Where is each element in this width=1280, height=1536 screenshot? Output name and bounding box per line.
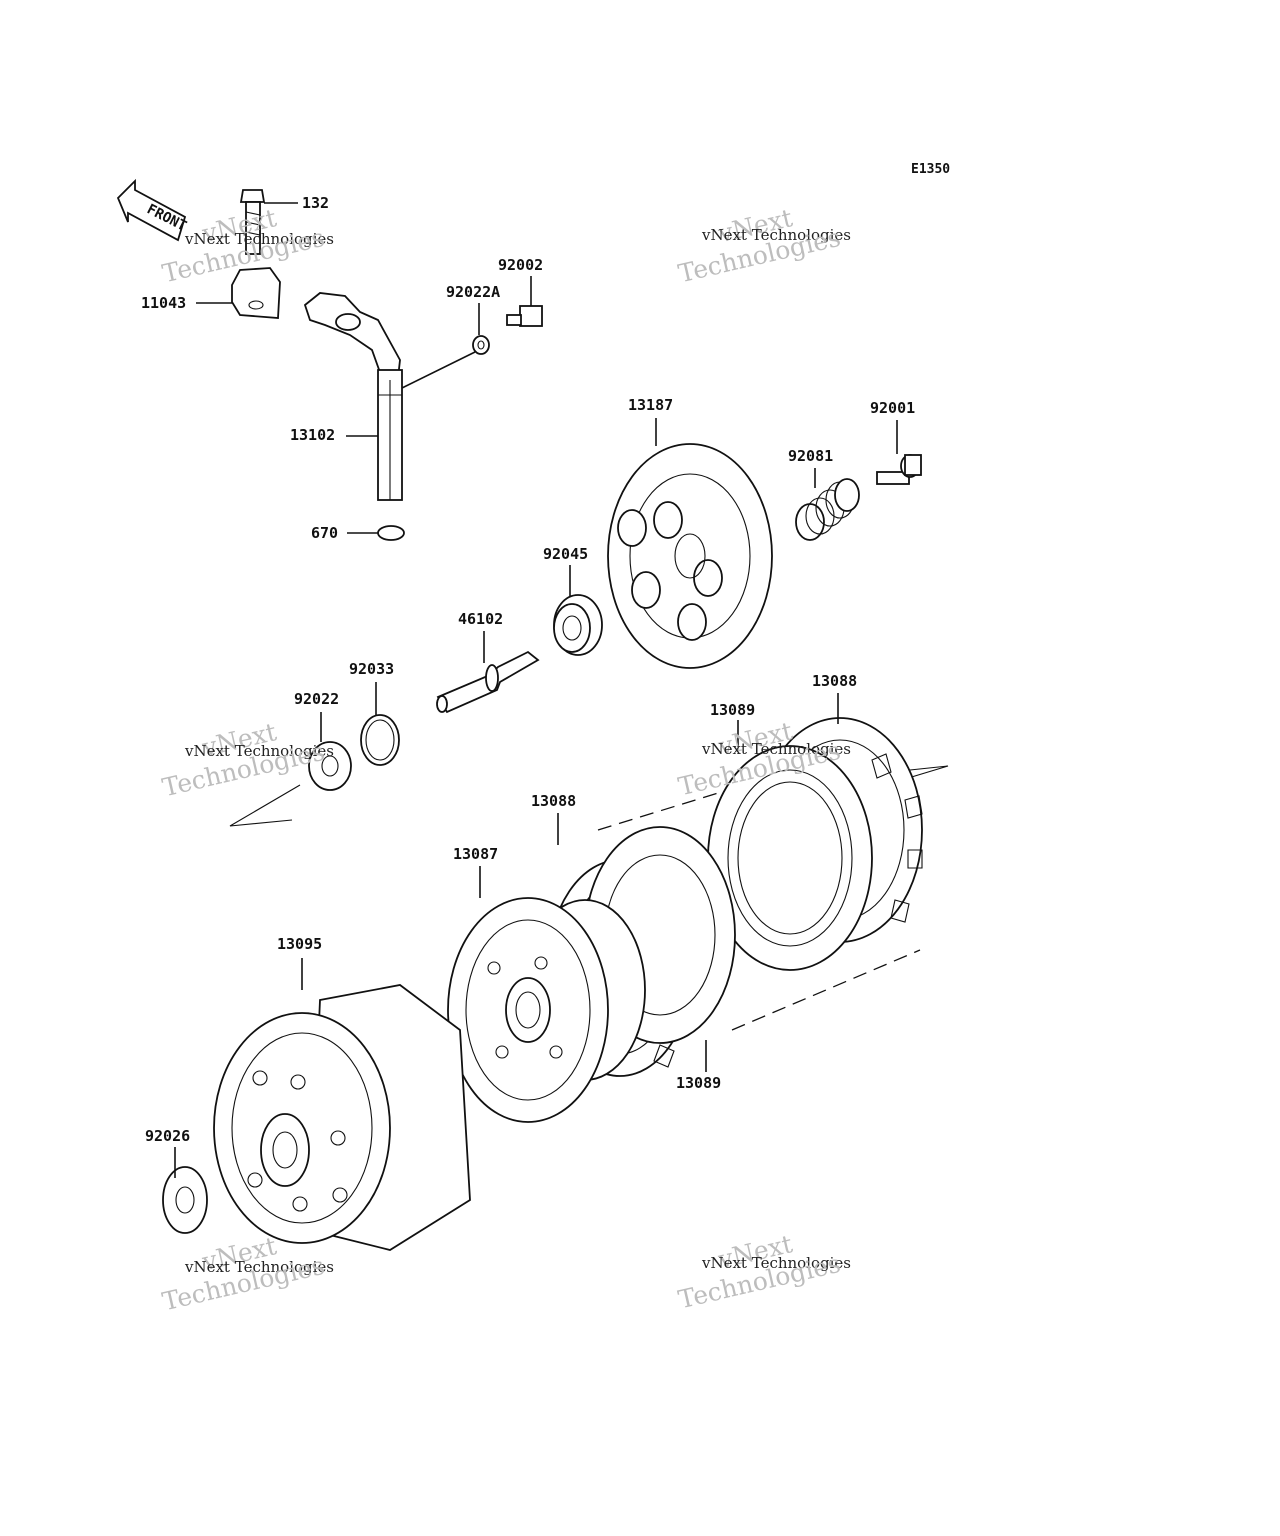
part-label-13095[interactable]: 13095 xyxy=(277,935,323,953)
front-arrow-icon: FRONT xyxy=(116,178,189,242)
bracket-11043[interactable] xyxy=(196,267,281,319)
part-label-13102[interactable]: 13102 xyxy=(290,426,336,444)
part-label-13089-lower[interactable]: 13089 xyxy=(676,1074,722,1092)
spring-92081[interactable] xyxy=(795,468,860,541)
part-label-132[interactable]: 132 xyxy=(302,194,330,212)
part-label-92022A[interactable]: 92022A xyxy=(446,283,501,301)
part-label-13087[interactable]: 13087 xyxy=(453,845,499,863)
steel-plate-13089-upper[interactable] xyxy=(707,720,873,971)
part-label-13088-upper[interactable]: 13088 xyxy=(812,672,858,690)
pushrod-46102[interactable] xyxy=(436,631,540,714)
bolt-92001[interactable] xyxy=(876,420,922,485)
part-label-670[interactable]: 670 xyxy=(311,524,339,542)
part-label-92002[interactable]: 92002 xyxy=(498,256,544,274)
part-label-46102[interactable]: 46102 xyxy=(458,610,504,628)
bearing-92045[interactable] xyxy=(553,565,603,656)
part-label-92001[interactable]: 92001 xyxy=(870,399,916,417)
part-label-13187[interactable]: 13187 xyxy=(628,396,674,414)
part-label-92033[interactable]: 92033 xyxy=(349,660,395,678)
part-label-13088-lower[interactable]: 13088 xyxy=(531,792,577,810)
washer-92026[interactable] xyxy=(162,1147,208,1234)
washer-92022[interactable] xyxy=(308,712,352,791)
circlip-92033[interactable] xyxy=(360,682,400,766)
clutch-hub-13087[interactable] xyxy=(447,866,646,1123)
diagram-code: E1350 xyxy=(911,162,951,177)
part-label-92026[interactable]: 92026 xyxy=(145,1127,191,1145)
o-ring-670[interactable] xyxy=(347,525,405,541)
screw-92002[interactable] xyxy=(506,276,543,327)
part-label-13089-upper[interactable]: 13089 xyxy=(710,701,756,719)
part-label-11043[interactable]: 11043 xyxy=(141,294,187,312)
part-label-92022[interactable]: 92022 xyxy=(294,690,340,708)
pressure-plate-13187[interactable] xyxy=(607,418,773,669)
washer-92022A[interactable] xyxy=(472,303,490,355)
part-label-92081[interactable]: 92081 xyxy=(788,447,834,465)
release-shaft-13102[interactable] xyxy=(303,292,476,501)
part-label-92045[interactable]: 92045 xyxy=(543,545,589,563)
bolt-132[interactable] xyxy=(239,189,298,255)
clutch-housing-13095[interactable] xyxy=(213,958,471,1251)
